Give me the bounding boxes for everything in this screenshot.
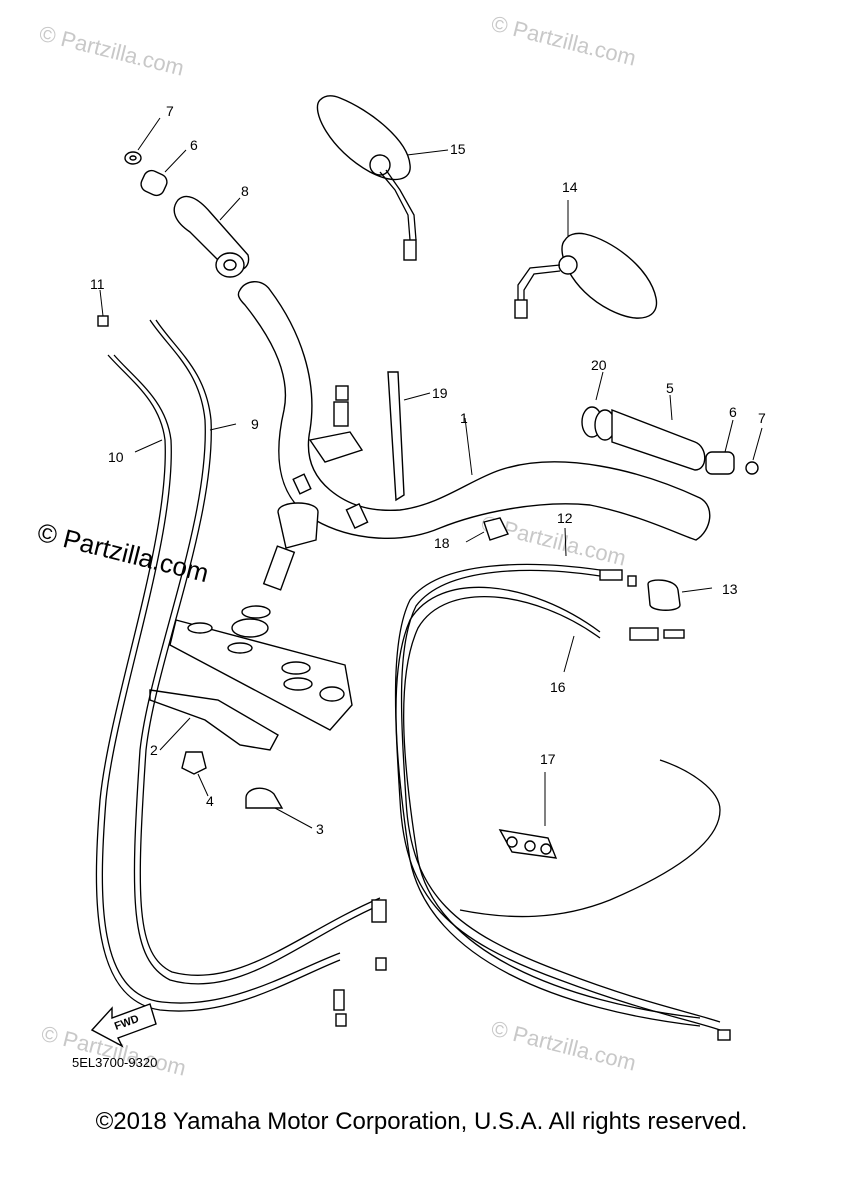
part-6-bar-end-right [705,419,735,475]
diagram-code: 5EL3700-9320 [72,1055,157,1070]
callout-7-right: 7 [758,410,766,426]
callout-12: 12 [557,510,573,526]
callout-19: 19 [432,385,448,401]
callout-16: 16 [550,679,566,695]
part-2-plate [149,689,279,751]
callout-8: 8 [241,183,249,199]
part-13-adjuster [647,579,713,611]
callout-1: 1 [460,410,468,426]
callout-2: 2 [150,742,158,758]
choke-cable [459,759,731,1041]
watermark-top-left: © Partzilla.com [37,21,187,81]
callout-6-left: 6 [190,137,198,153]
forward-arrow-icon: FWD [90,1003,157,1048]
watermark-middle-left: © Partzilla.com [35,517,212,588]
callout-14: 14 [562,179,578,195]
part-3-clamp [245,787,313,829]
watermark-bottom-right: © Partzilla.com [489,1016,639,1076]
part-8-grip-left [173,195,250,278]
part-18-clip [465,517,509,543]
callout-3: 3 [316,821,324,837]
part-5-grip-right [611,394,706,471]
part-19-cable-tie [387,371,431,502]
part-1-handlebar [237,281,711,541]
part-12-clutch-cable [394,527,721,1031]
callout-9: 9 [251,416,259,432]
callout-20: 20 [591,357,607,373]
part-20-collar [581,371,616,441]
part-9-throttle-cable [133,319,387,985]
callout-13: 13 [722,581,738,597]
part-7-washer-right [745,427,763,475]
watermark-top-right: © Partzilla.com [489,11,639,71]
callout-18: 18 [434,535,450,551]
callout-4: 4 [206,793,214,809]
handlebar-holder-upper [231,385,364,638]
callout-7-left: 7 [166,103,174,119]
callout-17: 17 [540,751,556,767]
callout-11: 11 [90,276,105,292]
callout-6-right: 6 [729,404,737,420]
callout-5: 5 [666,380,674,396]
part-7-washer-left [124,117,161,165]
part-11-bolt [97,289,109,327]
part-4-nut [181,751,209,797]
part-17-cable-clamp [498,772,558,859]
copyright-notice: ©2018 Yamaha Motor Corporation, U.S.A. A… [95,1108,748,1135]
part-16-clutch-cable [395,586,701,1027]
callout-15: 15 [450,141,466,157]
part-15-mirror-left [316,95,449,261]
part-10-throttle-cable [95,354,347,1027]
callout-10: 10 [108,449,124,465]
part-6-bar-end-left [140,149,187,197]
part-14-mirror-right [514,200,658,319]
handlebar-bracket-lower [169,619,353,731]
